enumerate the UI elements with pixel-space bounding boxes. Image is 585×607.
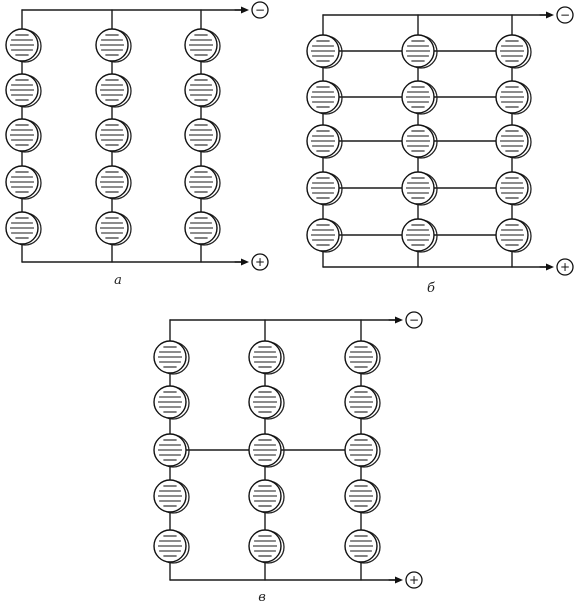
battery-cell: [184, 73, 221, 108]
battery-cell: [306, 171, 343, 206]
battery-cell: [153, 433, 190, 468]
battery-cell: [306, 34, 343, 69]
battery-cell: [5, 118, 42, 153]
battery-cell: [401, 171, 438, 206]
battery-cell: [248, 479, 285, 514]
panel-b-positive-sign: +: [560, 260, 570, 274]
panel-v: − + в: [153, 311, 423, 605]
battery-cell: [248, 433, 285, 468]
battery-cell: [401, 34, 438, 69]
battery-cell: [95, 28, 132, 63]
battery-cell: [495, 80, 532, 115]
battery-cell: [344, 479, 381, 514]
battery-cell: [344, 340, 381, 375]
panel-v-cells: [153, 340, 381, 564]
battery-cell: [401, 218, 438, 253]
battery-cell: [248, 385, 285, 420]
panel-a-cells: [5, 28, 221, 246]
panel-v-positive-terminal: +: [388, 571, 423, 589]
panel-b-negative-sign: −: [560, 8, 570, 22]
battery-cell: [5, 165, 42, 200]
battery-cell: [306, 80, 343, 115]
panel-b-negative-terminal: −: [539, 6, 574, 24]
battery-cell: [5, 28, 42, 63]
battery-cell: [344, 433, 381, 468]
panel-v-negative-sign: −: [409, 313, 419, 327]
panel-a-negative-sign: −: [255, 3, 265, 17]
panel-a-positive-sign: +: [255, 255, 265, 269]
battery-cell: [306, 218, 343, 253]
battery-cell: [495, 218, 532, 253]
battery-cell: [401, 80, 438, 115]
battery-cell: [153, 340, 190, 375]
panel-v-label: в: [258, 590, 266, 605]
battery-cell: [495, 124, 532, 159]
panel-b-label: б: [427, 281, 435, 296]
battery-cell: [153, 529, 190, 564]
battery-cell: [95, 165, 132, 200]
battery-cell: [184, 118, 221, 153]
panel-v-positive-sign: +: [409, 573, 419, 587]
battery-cell: [248, 529, 285, 564]
panel-b-cells: [306, 34, 532, 253]
battery-cell: [344, 529, 381, 564]
battery-cell: [5, 73, 42, 108]
battery-cell: [184, 211, 221, 246]
panel-b: − + б: [306, 6, 574, 296]
battery-cell: [401, 124, 438, 159]
battery-cell: [495, 34, 532, 69]
panel-b-positive-terminal: +: [539, 258, 574, 276]
panel-v-negative-terminal: −: [388, 311, 423, 329]
battery-cell: [344, 385, 381, 420]
battery-cell: [184, 165, 221, 200]
battery-cell: [5, 211, 42, 246]
panel-a-label: а: [114, 273, 122, 288]
panel-a-negative-terminal: −: [234, 1, 269, 19]
battery-cell: [248, 340, 285, 375]
battery-cell: [306, 124, 343, 159]
battery-cell: [95, 118, 132, 153]
battery-cell: [495, 171, 532, 206]
battery-cell: [95, 211, 132, 246]
panel-a-positive-terminal: +: [234, 253, 269, 271]
battery-cell: [153, 385, 190, 420]
battery-cell: [184, 28, 221, 63]
panel-a: − + а: [5, 1, 269, 288]
battery-cell: [153, 479, 190, 514]
battery-cell: [95, 73, 132, 108]
